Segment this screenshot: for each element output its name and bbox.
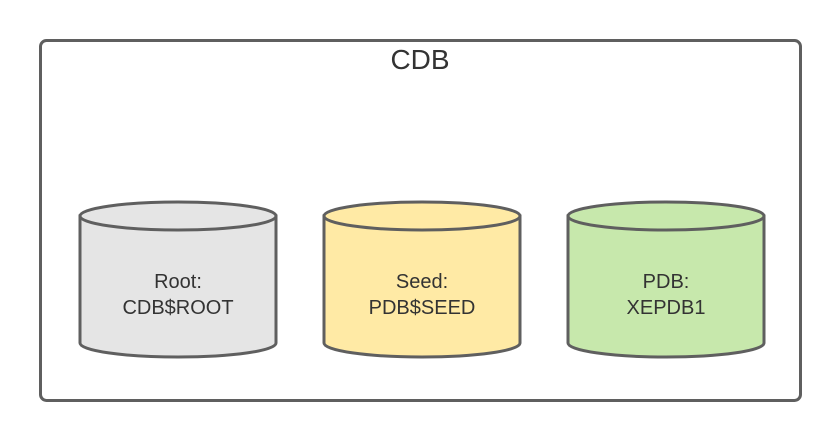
cylinder-top [322,200,522,232]
database-pdb: PDB: XEPDB1 [566,200,766,359]
database-label-line2: CDB$ROOT [122,297,233,319]
cdb-title: CDB [390,44,449,75]
database-label-line2: XEPDB1 [627,297,706,319]
database-label-line1: PDB: [643,271,690,293]
database-seed: Seed: PDB$SEED [322,200,522,359]
cylinder-body [78,214,278,359]
cylinder-top [566,200,766,232]
database-label-line1: Seed: [396,271,448,293]
cylinder-body [566,214,766,359]
database-label-line2: PDB$SEED [369,297,476,319]
cylinder-body [322,214,522,359]
cylinder-top [78,200,278,232]
database-label-line1: Root: [154,271,202,293]
database-root: Root: CDB$ROOT [78,200,278,359]
